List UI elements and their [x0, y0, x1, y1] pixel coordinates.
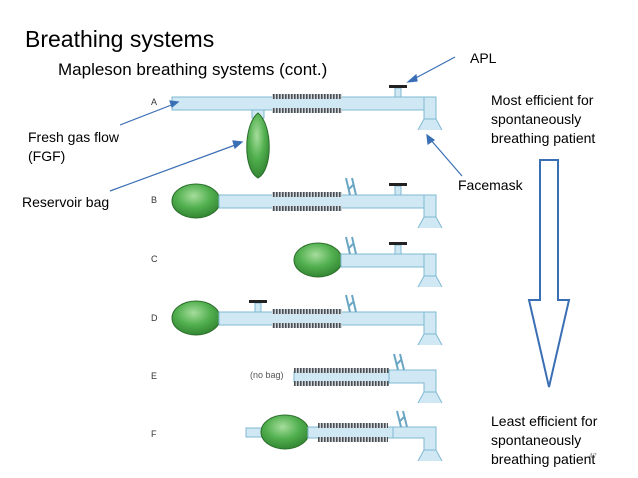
corrugated-tube — [272, 192, 342, 197]
apl-valve-cap — [389, 183, 407, 186]
tube-elbow — [423, 253, 437, 277]
tube-elbow — [423, 96, 437, 120]
fgf-inlet — [345, 294, 357, 313]
least-efficient-line1: Least efficient for — [491, 413, 598, 429]
system-label-b: B — [151, 195, 157, 205]
apl-valve — [254, 302, 262, 313]
system-a: A — [151, 85, 443, 179]
efficiency-arrow — [527, 159, 571, 388]
page-title: Breathing systems — [25, 26, 215, 52]
least-efficient-line3: breathing patient — [491, 451, 596, 467]
no-bag-label: (no bag) — [250, 370, 284, 380]
facemask-arrowhead — [426, 133, 436, 146]
reservoir-bag-pointer — [109, 143, 239, 192]
corrugated-tube — [272, 94, 342, 99]
tube-elbow — [423, 194, 437, 218]
apl-arrowhead — [406, 73, 418, 83]
tube — [307, 426, 394, 439]
facemask-pointer — [429, 138, 463, 177]
system-label-c: C — [151, 254, 158, 264]
system-d: D — [151, 294, 443, 346]
apl-valve — [394, 185, 402, 196]
corrugated-tube — [294, 368, 389, 373]
tube — [293, 371, 390, 383]
corrugated-tube — [272, 108, 342, 113]
corrugated-tube — [318, 423, 388, 428]
corrugated-tube — [272, 309, 342, 314]
system-label-a: A — [151, 97, 157, 107]
apl-valve-cap — [389, 242, 407, 245]
fgf-pointer — [119, 103, 175, 126]
fgf-label-line2: (FGF) — [28, 148, 66, 164]
fgf-inlet — [396, 410, 408, 428]
tube-elbow — [423, 311, 437, 335]
reservoir-bag-label: Reservoir bag — [22, 194, 110, 210]
tube-elbow — [392, 426, 437, 451]
reservoir-bag-a — [246, 112, 270, 179]
facemask-c — [417, 275, 443, 288]
system-label-f: F — [151, 429, 157, 439]
apl-valve — [394, 87, 402, 98]
system-b: B — [151, 177, 443, 229]
apl-pointer — [411, 56, 456, 81]
reservoir-bag-f — [260, 414, 310, 450]
facemask-d — [417, 333, 443, 346]
apl-valve-cap — [389, 85, 407, 88]
page-number: 47 — [589, 453, 597, 460]
page-subtitle: Mapleson breathing systems (cont.) — [58, 60, 328, 79]
callout-arrows — [109, 56, 463, 192]
system-e: E (no bag) — [151, 353, 443, 404]
corrugated-tube — [294, 381, 389, 386]
fgf-inlet — [393, 353, 405, 371]
reservoir-bag-b — [171, 183, 221, 219]
apl-valve — [394, 244, 402, 255]
tube — [340, 253, 437, 268]
facemask-label: Facemask — [458, 177, 523, 193]
facemask-b — [417, 216, 443, 229]
corrugated-tube — [272, 206, 342, 211]
fgf-label-line1: Fresh gas flow — [28, 129, 120, 145]
corrugated-tube — [272, 323, 342, 328]
most-efficient-line3: breathing patient — [491, 130, 596, 146]
fgf-inlet — [345, 177, 357, 196]
system-c: C — [151, 236, 443, 288]
reservoir-bag-d — [171, 300, 221, 336]
facemask-f — [417, 449, 443, 462]
facemask-e — [417, 391, 443, 404]
fgf-inlet — [345, 236, 357, 255]
facemask-a — [417, 118, 443, 131]
tube-elbow — [388, 369, 437, 393]
least-efficient-line2: spontaneously — [491, 432, 582, 448]
corrugated-tube — [318, 437, 388, 442]
fgf-arrowhead — [169, 100, 180, 109]
apl-label: APL — [470, 50, 497, 66]
system-label-d: D — [151, 313, 158, 323]
reservoir-bag-arrowhead — [232, 140, 244, 150]
most-efficient-line1: Most efficient for — [491, 92, 594, 108]
most-efficient-line2: spontaneously — [491, 111, 582, 127]
reservoir-bag-c — [293, 242, 343, 278]
system-label-e: E — [151, 371, 157, 381]
apl-valve-cap — [249, 300, 267, 303]
system-f: F — [151, 410, 443, 462]
